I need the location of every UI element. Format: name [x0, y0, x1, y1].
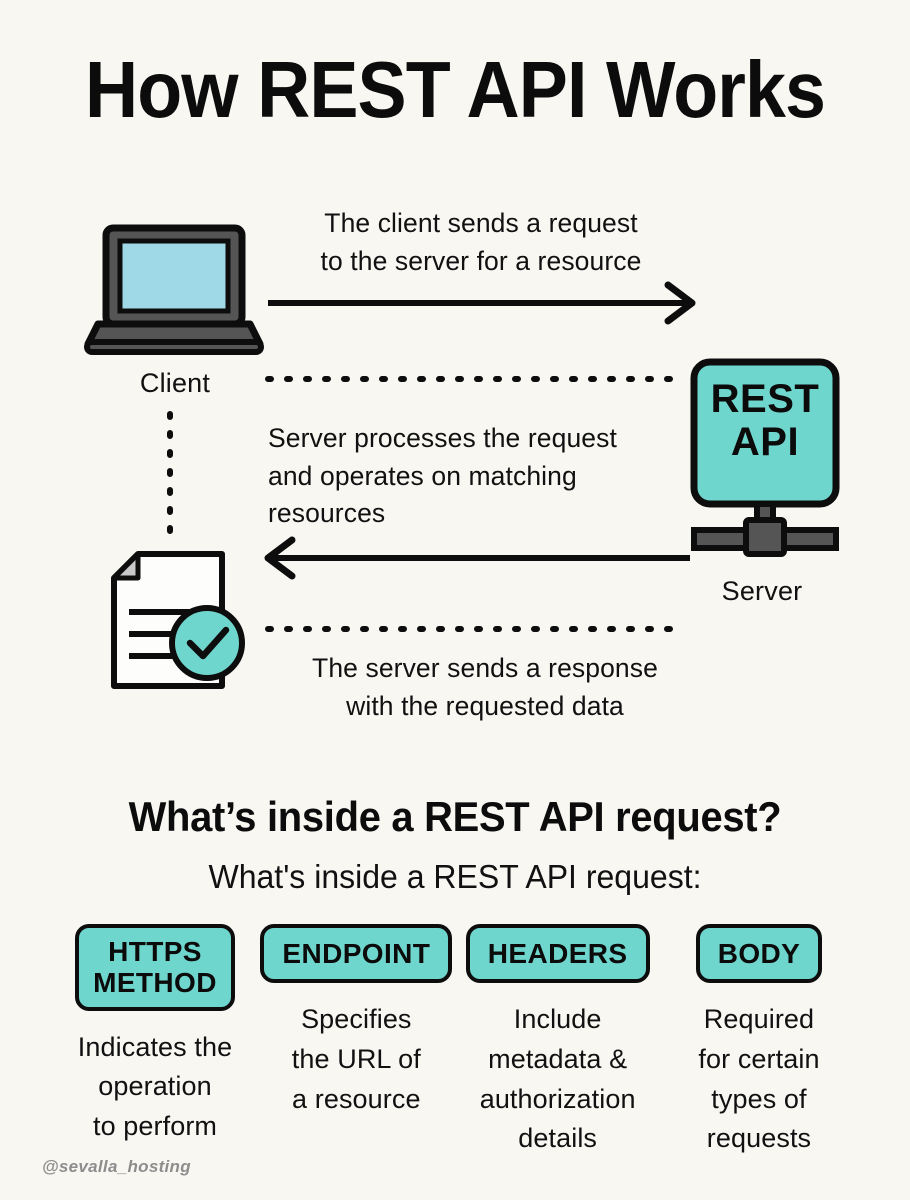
chip-label-line1: HTTPS: [108, 936, 202, 967]
card-https-method: HTTPS METHOD Indicates the operation to …: [62, 924, 248, 1147]
page-title: How REST API Works: [85, 45, 826, 134]
desc-line1: Required: [703, 1004, 815, 1035]
arrow-left-icon: [264, 536, 690, 580]
server-rack-icon: REST API: [680, 358, 850, 563]
card-headers: HEADERS Include metadata & authorization…: [465, 924, 651, 1159]
desc-line3: a resource: [292, 1083, 421, 1114]
desc-line2: for certain: [698, 1044, 820, 1075]
card-description: Include metadata & authorization details: [480, 1000, 636, 1159]
flow-response-line2: with the requested data: [346, 690, 624, 721]
desc-line3: types of: [711, 1083, 807, 1114]
chip-body[interactable]: BODY: [695, 924, 823, 984]
chip-endpoint[interactable]: ENDPOINT: [260, 924, 453, 984]
flow-response-caption: The server sends a response with the req…: [270, 650, 700, 725]
desc-line4: requests: [706, 1123, 812, 1154]
server-label: Server: [721, 576, 803, 606]
flow-process-line1: Server processes the request: [268, 423, 617, 453]
chip-label-line1: BODY: [717, 938, 801, 969]
desc-line2: operation: [98, 1071, 212, 1102]
chip-headers[interactable]: HEADERS: [465, 924, 650, 984]
chip-label-line1: ENDPOINT: [282, 938, 431, 969]
request-parts-cards: HTTPS METHOD Indicates the operation to …: [62, 924, 852, 1159]
desc-line3: to perform: [92, 1111, 218, 1142]
desc-line3: authorization: [479, 1083, 636, 1114]
desc-line4: details: [518, 1123, 598, 1154]
flow-process-line3: resources: [268, 498, 386, 529]
flow-connectors: [167, 281, 696, 632]
document-check-icon: [80, 540, 260, 700]
card-description: Indicates the operation to perform: [78, 1028, 232, 1147]
desc-line2: metadata &: [488, 1044, 628, 1075]
flow-process-caption: Server processes the request and operate…: [268, 420, 688, 533]
desc-line1: Indicates the: [77, 1031, 233, 1062]
rest-api-flow-diagram: Client REST API: [80, 205, 850, 725]
flow-request-line2: to the server for a resource: [320, 245, 642, 276]
section-heading: What’s inside a REST API request?: [128, 793, 782, 840]
section-subheading: What's inside a REST API request:: [208, 858, 702, 895]
card-description: Specifies the URL of a resource: [292, 1000, 421, 1119]
flow-request-caption: The client sends a request to the server…: [256, 205, 706, 280]
server-box-line2: API: [730, 420, 800, 465]
laptop-icon: [84, 224, 264, 356]
desc-line1: Include: [513, 1004, 602, 1035]
client-label: Client: [139, 368, 211, 398]
card-description: Required for certain types of requests: [698, 1000, 819, 1159]
flow-process-line2: and operates on matching: [268, 460, 577, 491]
server-box-line1: REST: [710, 377, 820, 421]
chip-label-line2: METHOD: [93, 967, 217, 999]
flow-response-line1: The server sends a response: [312, 653, 658, 683]
desc-line1: Specifies: [301, 1004, 412, 1035]
chip-https-method[interactable]: HTTPS METHOD: [75, 924, 235, 1011]
chip-label-line1: HEADERS: [487, 938, 628, 969]
watermark: @sevalla_hosting: [42, 1157, 191, 1176]
card-endpoint: ENDPOINT Specifies the URL of a resource: [260, 924, 453, 1119]
card-body: BODY Required for certain types of reque…: [666, 924, 852, 1159]
arrow-right-icon: [268, 281, 696, 325]
flow-request-line1: The client sends a request: [324, 208, 638, 238]
desc-line2: the URL of: [291, 1044, 421, 1075]
